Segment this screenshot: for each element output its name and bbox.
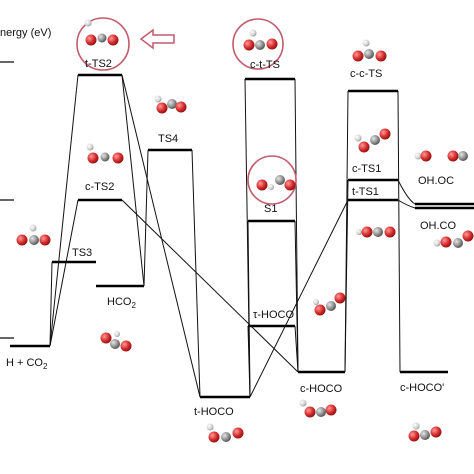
energy-levels <box>10 73 474 399</box>
species-labels: H + CO2 t-TS2 c-TS2 TS3 HCO2 TS4 t-HOCO … <box>6 58 457 418</box>
arrow-icon <box>139 28 175 50</box>
y-ticks <box>0 61 14 339</box>
molecule-t-hoco-icon <box>206 423 244 443</box>
molecules <box>16 19 474 443</box>
molecule-c-hoco-prime-icon <box>408 422 442 442</box>
molecule-s1-icon <box>256 175 296 191</box>
highlights <box>76 17 297 205</box>
label-c-hoco: c-HOCO <box>300 383 343 395</box>
label-s1: S1 <box>264 203 277 215</box>
molecule-c-c-ts-icon <box>352 39 387 62</box>
label-c-t-ts: c-t-TS <box>250 59 280 71</box>
label-c-c-ts: c-c-TS <box>350 68 382 80</box>
molecule-t-ts2-icon <box>84 19 119 46</box>
molecule-c-ts1-icon <box>354 128 391 153</box>
highlight-circle-c-t-ts <box>232 18 284 70</box>
molecule-tau-hoco-icon <box>313 292 346 316</box>
label-ts3: TS3 <box>72 247 92 259</box>
label-oh-co: OH.CO <box>420 220 457 232</box>
highlight-circle-t-ts2 <box>76 17 130 71</box>
label-hco2: HCO2 <box>107 296 136 310</box>
label-h-co2: H + CO2 <box>6 357 48 371</box>
connector-lines <box>49 74 416 398</box>
molecule-t-ts1-icon <box>356 226 396 238</box>
molecule-c-t-ts-icon <box>243 29 278 51</box>
molecule-oh-co-icon <box>433 230 474 248</box>
label-tau-hoco: τ-HOCO <box>253 309 294 321</box>
label-t-ts2: t-TS2 <box>85 58 112 70</box>
molecule-ts3-icon <box>16 224 51 246</box>
molecule-oh-oc-icon <box>414 150 468 162</box>
highlight-circle-s1 <box>247 155 297 205</box>
label-c-hoco-prime: c-HOCO' <box>400 382 444 394</box>
label-t-hoco: t-HOCO <box>194 406 234 418</box>
molecule-c-hoco-icon <box>299 399 337 418</box>
axis-title: nergy (eV) <box>0 27 51 39</box>
molecule-hco2-icon <box>100 331 132 352</box>
molecule-ts4-icon <box>154 95 187 114</box>
label-ts4: TS4 <box>158 133 178 145</box>
label-oh-oc: OH.OC <box>418 175 454 187</box>
molecule-c-ts2-icon <box>86 143 124 164</box>
label-t-ts1: t-TS1 <box>352 186 379 198</box>
label-c-ts1: c-TS1 <box>352 163 381 175</box>
label-c-ts2: c-TS2 <box>85 181 114 193</box>
